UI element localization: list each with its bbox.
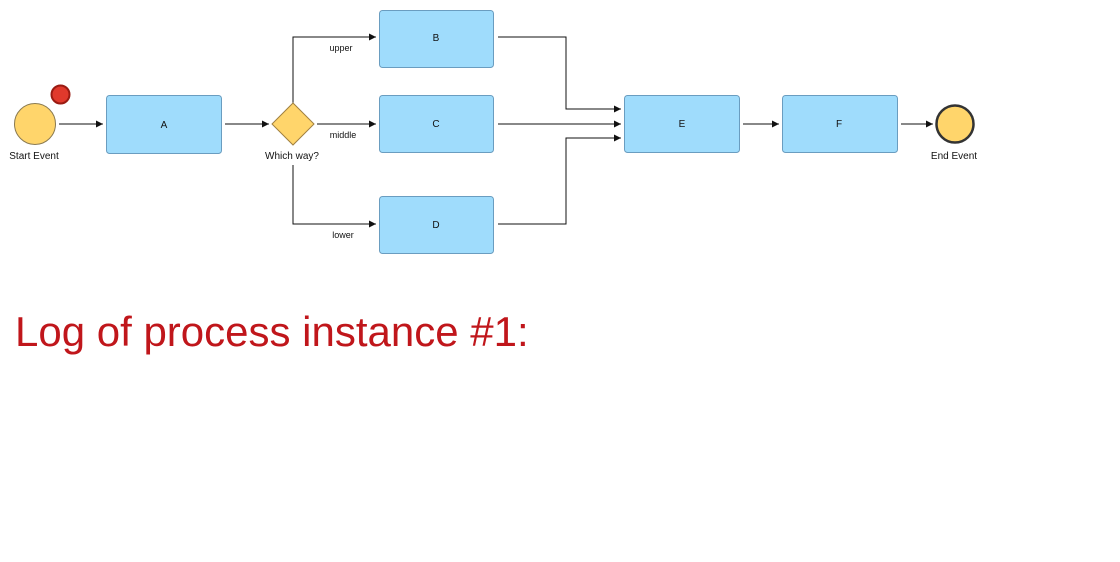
flow-gateway-to-d[interactable] [292, 165, 376, 228]
start-event-circle-icon[interactable] [14, 103, 56, 145]
flow-label-lower: lower [332, 230, 354, 240]
end-event[interactable]: End Event [931, 104, 977, 163]
task-d[interactable]: D [379, 196, 494, 254]
task-b[interactable]: B [379, 10, 494, 68]
task-a[interactable]: A [106, 95, 222, 154]
start-event-label: Start Event [9, 151, 59, 162]
gateway-diamond-icon[interactable] [271, 102, 315, 146]
token-marker-icon [50, 84, 71, 105]
flow-b-to-e[interactable] [498, 36, 621, 113]
sequence-flows [59, 33, 933, 228]
flow-d-to-e[interactable] [498, 134, 621, 225]
task-d-label: D [432, 220, 439, 231]
task-c[interactable]: C [379, 95, 494, 153]
task-b-label: B [433, 33, 440, 44]
start-event[interactable]: Start Event [9, 84, 71, 163]
flow-label-upper: upper [329, 43, 352, 53]
flow-label-middle: middle [330, 130, 357, 140]
exclusive-gateway[interactable]: Which way? [265, 102, 319, 162]
task-f-label: F [836, 119, 842, 130]
task-a-label: A [161, 120, 168, 131]
task-f[interactable]: F [782, 95, 898, 153]
flow-gateway-to-b[interactable] [292, 33, 376, 103]
gateway-label: Which way? [265, 151, 319, 162]
end-event-circle-icon[interactable] [935, 104, 975, 144]
process-diagram: upper middle lower Start Event A Which w… [9, 10, 977, 254]
task-c-label: C [432, 119, 439, 130]
task-e[interactable]: E [624, 95, 740, 153]
task-e-label: E [679, 119, 686, 130]
log-title: Log of process instance #1: [15, 308, 529, 355]
end-event-label: End Event [931, 151, 977, 162]
